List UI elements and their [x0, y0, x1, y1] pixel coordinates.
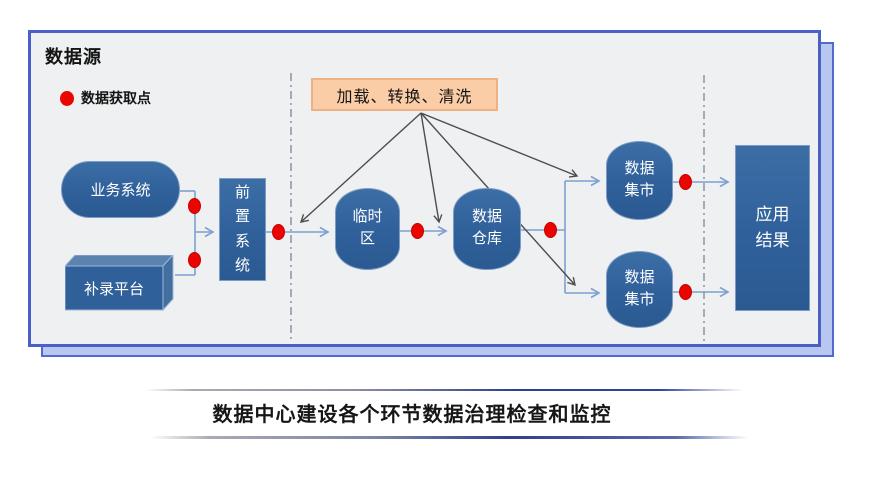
checkpoint-dot — [188, 252, 201, 268]
node-label: 临时区 — [352, 209, 383, 247]
checkpoint-dot — [188, 198, 201, 214]
caption-title: 数据中心建设各个环节数据治理检查和监控 — [212, 404, 612, 426]
node-data-mart-2: 数据集市 — [606, 251, 673, 328]
node-staging-area: 临时区 — [335, 188, 400, 270]
checkpoint-dot — [679, 174, 692, 190]
checkpoint-dot — [544, 222, 557, 238]
etl-process-box: 加载、转换、清洗 — [311, 78, 498, 111]
etl-process-label: 加载、转换、清洗 — [336, 88, 473, 106]
node-data-warehouse: 数据仓库 — [453, 188, 521, 270]
checkpoint-dot — [679, 284, 692, 300]
checkpoint-dot — [411, 223, 424, 239]
node-front-system: 前置系统 — [219, 178, 266, 281]
node-label: 应用结果 — [755, 204, 790, 250]
node-label: 数据集市 — [624, 160, 655, 199]
node-business-system: 业务系统 — [61, 161, 180, 218]
checkpoint-dot — [272, 224, 285, 240]
node-label: 业务系统 — [90, 183, 151, 199]
diagram-canvas: 数据源 数据获取点 — [28, 30, 821, 347]
node-label: 前置系统 — [234, 184, 250, 274]
legend: 数据获取点 — [60, 88, 151, 108]
node-label: 补录平台 — [83, 281, 144, 298]
node-supplement-platform: 补录平台 — [65, 266, 163, 310]
cube-icon — [65, 255, 174, 311]
node-data-mart-1: 数据集市 — [606, 141, 673, 220]
node-application-result: 应用结果 — [735, 145, 810, 311]
legend-label: 数据获取点 — [81, 92, 151, 107]
node-label: 数据集市 — [624, 269, 655, 308]
page-title: 数据源 — [45, 47, 102, 67]
checkpoint-dot-icon — [60, 90, 74, 106]
divider-line — [145, 389, 743, 391]
node-label: 数据仓库 — [471, 209, 502, 247]
divider-line — [150, 436, 748, 439]
